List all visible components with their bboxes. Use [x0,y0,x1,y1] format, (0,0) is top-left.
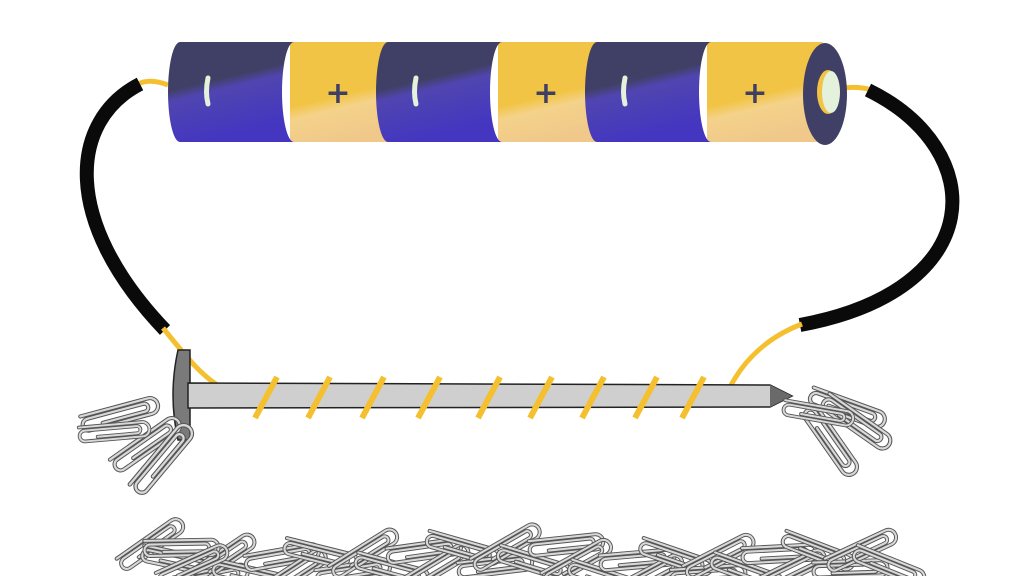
paperclip [709,550,785,576]
plus-symbol: + [742,76,767,111]
battery-negative-section [376,42,502,142]
minus-symbol [204,75,211,107]
coil-turn [415,375,443,420]
battery-end-cap [803,43,847,145]
battery-stack: + + + [168,42,847,145]
battery-positive-section [707,42,833,142]
coil-turn [475,375,503,420]
coil-turn [252,375,280,420]
paperclip [781,398,856,428]
minus-symbol [621,75,628,107]
nail-tip [770,385,792,407]
paperclip [820,391,893,451]
paperclip [107,415,182,473]
coil-turn [579,375,607,420]
battery: + [585,42,833,142]
paperclip [822,527,899,573]
paperclip [127,422,195,495]
plus-symbol: + [533,76,558,111]
paperclip [567,557,643,576]
plus-symbol: + [325,76,350,111]
coil-turn [359,375,387,420]
paperclip [211,557,289,576]
battery-negative-section [168,42,294,142]
minus-symbol [412,75,419,107]
paperclip [807,385,887,430]
battery-negative-section [585,42,711,142]
paperclip [468,522,542,572]
paperclip [681,532,756,576]
paperclip [76,420,152,444]
coil-turn [632,375,660,420]
wire-coil [252,375,707,420]
coil-turn [527,375,555,420]
paperclip [802,402,860,477]
coil-turn [305,375,333,420]
paperclip [539,537,613,576]
paperclip [153,543,230,576]
coil-turn [679,375,707,420]
paperclip [185,532,257,576]
paperclip [114,517,186,571]
paperclips [76,385,927,576]
